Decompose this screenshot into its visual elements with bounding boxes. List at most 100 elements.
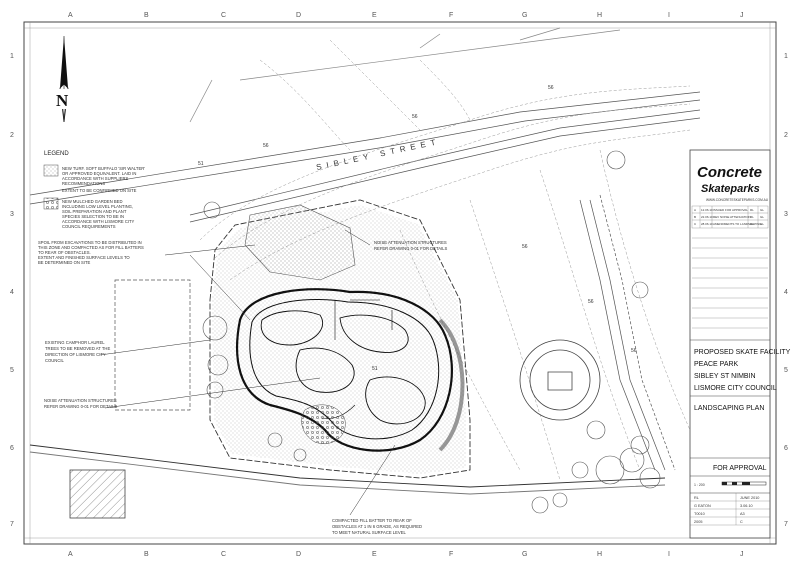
svg-text:AMENDMENTS TO LANDSCAPING: AMENDMENTS TO LANDSCAPING	[713, 222, 762, 226]
svg-text:REFER DRAWING 0-01 FOR DETAILS: REFER DRAWING 0-01 FOR DETAILS	[374, 246, 447, 251]
svg-text:COUNCIL: COUNCIL	[45, 358, 65, 363]
svg-text:NOISE ATTENUATION STRUCTURES: NOISE ATTENUATION STRUCTURES	[374, 240, 447, 245]
svg-text:B: B	[694, 215, 696, 219]
svg-text:F: F	[449, 12, 453, 19]
note-noise-left: NOISE ATTENUATION STRUCTURES REFER DRAWI…	[44, 398, 117, 409]
svg-text:EXTENT AND FINISHED SURFACE LE: EXTENT AND FINISHED SURFACE LEVELS TO	[38, 255, 130, 260]
svg-text:EXTENT TO BE CONFIRMED ON SITE: EXTENT TO BE CONFIRMED ON SITE	[62, 188, 137, 193]
svg-text:56: 56	[588, 299, 594, 305]
svg-text:ACCORDANCE WITH LISMORE CITY: ACCORDANCE WITH LISMORE CITY	[62, 219, 135, 224]
svg-text:TO REAR OF OBSTACLES.: TO REAR OF OBSTACLES.	[38, 250, 91, 255]
grid-row-labels: 1 2 3 4 5 6 7 1 2 3 4 5 6 7	[10, 53, 788, 528]
leader-lines	[99, 229, 396, 516]
svg-text:J: J	[740, 551, 744, 558]
svg-text:2: 2	[10, 132, 14, 139]
north-label: N	[56, 91, 69, 110]
svg-text:56: 56	[522, 244, 528, 250]
svg-text:5: 5	[10, 367, 14, 374]
grid-column-labels-bottom: A B C D E F G H I J	[68, 551, 744, 558]
svg-text:7: 7	[784, 521, 788, 528]
svg-text:C: C	[221, 551, 226, 558]
svg-text:TO MEET NATURAL SURFACE LEVEL: TO MEET NATURAL SURFACE LEVEL	[332, 530, 407, 535]
svg-text:1: 1	[10, 53, 14, 60]
svg-text:RECOMMENDATIONS: RECOMMENDATIONS	[62, 181, 105, 186]
svg-text:G: G	[522, 12, 527, 19]
grid-col-a-top: A	[68, 12, 73, 19]
svg-text:E: E	[372, 12, 377, 19]
skatepark-bowl	[236, 288, 453, 452]
svg-text:A: A	[694, 208, 696, 212]
svg-text:REV NOISE ATTENUATION: REV NOISE ATTENUATION	[713, 215, 751, 219]
note-spoil: SPOIL FROM EXCAVATIONS TO BE DISTRIBUTED…	[38, 240, 144, 265]
drawing-title: LANDSCAPING PLAN	[694, 405, 764, 412]
footpath	[579, 194, 676, 471]
sibley-street	[29, 27, 701, 223]
svg-text:56: 56	[412, 114, 418, 120]
street-name: SIBLEY STREET	[315, 137, 441, 172]
logo-skateparks: Skateparks	[701, 183, 760, 195]
svg-text:4: 4	[10, 289, 14, 296]
svg-text:COUNCIL REQUIREMENTS: COUNCIL REQUIREMENTS	[62, 224, 116, 229]
existing-structure	[114, 279, 191, 411]
project-line3: SIBLEY ST NIMBIN	[694, 373, 756, 380]
spoil-zone	[244, 204, 356, 281]
svg-text:D: D	[296, 551, 301, 558]
svg-text:51: 51	[198, 161, 204, 167]
checked-by: G EATON	[694, 504, 711, 508]
date-2: 3.06.10	[740, 504, 753, 508]
svg-text:56: 56	[548, 85, 554, 91]
sheet-border	[23, 21, 777, 545]
date: JUNE 2010	[740, 496, 759, 500]
svg-text:56: 56	[263, 143, 269, 149]
svg-text:INCLUDING LOW LEVEL PLANTING,: INCLUDING LOW LEVEL PLANTING,	[62, 204, 133, 209]
svg-text:I: I	[668, 551, 670, 558]
svg-text:COMPACTED FILL BATTER TO REAR: COMPACTED FILL BATTER TO REAR OF	[332, 518, 412, 523]
sheet-size: A3	[740, 512, 745, 516]
legend-title: LEGEND	[44, 151, 69, 157]
project-line4: LISMORE CITY COUNCIL	[694, 385, 777, 392]
svg-text:3: 3	[10, 211, 14, 218]
svg-text:B: B	[144, 551, 149, 558]
svg-text:A: A	[68, 551, 73, 558]
svg-text:D: D	[296, 12, 301, 19]
contour-lines	[199, 39, 691, 481]
svg-text:TREES TO BE REMOVED AT THE: TREES TO BE REMOVED AT THE	[45, 346, 110, 351]
svg-text:THIS ZONE AND COMPACTED AS FOR: THIS ZONE AND COMPACTED AS FOR FILL BATT…	[38, 245, 144, 250]
svg-text:J: J	[740, 12, 744, 19]
legend-turf-swatch	[43, 164, 59, 177]
revision-table	[691, 205, 769, 329]
trees	[202, 150, 661, 514]
svg-text:G: G	[522, 551, 527, 558]
svg-text:NEW MULCHED GARDEN BED: NEW MULCHED GARDEN BED	[62, 199, 123, 204]
svg-text:7: 7	[10, 521, 14, 528]
hatched-building	[69, 469, 126, 519]
svg-text:OR APPROVED EQUIVALENT. LAID I: OR APPROVED EQUIVALENT. LAID IN	[62, 171, 136, 176]
noise-attenuation-structure	[438, 318, 465, 452]
project-number: T0010	[694, 512, 705, 516]
drawn-by: RL	[694, 496, 699, 500]
site-boundary	[29, 199, 666, 495]
legend-mulch-swatch	[43, 197, 59, 210]
note-camphor: EXISTING CAMPHOR LAUREL TREES TO BE REMO…	[45, 340, 110, 363]
drawing-status: FOR APPROVAL	[713, 465, 767, 472]
scale-bar: 1 : 200	[694, 481, 767, 487]
project-line1: PROPOSED SKATE FACILITY	[694, 349, 791, 356]
garden-bed	[301, 404, 346, 444]
svg-text:H: H	[597, 12, 602, 19]
note-fill-batter: COMPACTED FILL BATTER TO REAR OF OBSTACL…	[332, 518, 422, 535]
svg-text:GL: GL	[760, 215, 764, 219]
svg-text:GL: GL	[760, 208, 764, 212]
existing-circular-feature	[519, 339, 601, 421]
revision-letter: C	[740, 520, 743, 524]
svg-text:F: F	[449, 551, 453, 558]
title-block: Concrete Skateparks WWW.CONCRETESKATEPAR…	[689, 149, 791, 539]
north-arrow-icon: N	[53, 36, 75, 123]
svg-text:C: C	[694, 222, 697, 226]
logo-website: WWW.CONCRETESKATEPARKS.COM.AU	[706, 198, 769, 202]
svg-text:3: 3	[784, 211, 788, 218]
svg-text:DIRECTION OF LISMORE CITY: DIRECTION OF LISMORE CITY	[45, 352, 106, 357]
svg-text:RL: RL	[750, 208, 754, 212]
legend-item1-line1: NEW TURF. SOFT BUFFALO 'SIR WALTER'	[62, 166, 145, 171]
svg-text:6: 6	[10, 445, 14, 452]
